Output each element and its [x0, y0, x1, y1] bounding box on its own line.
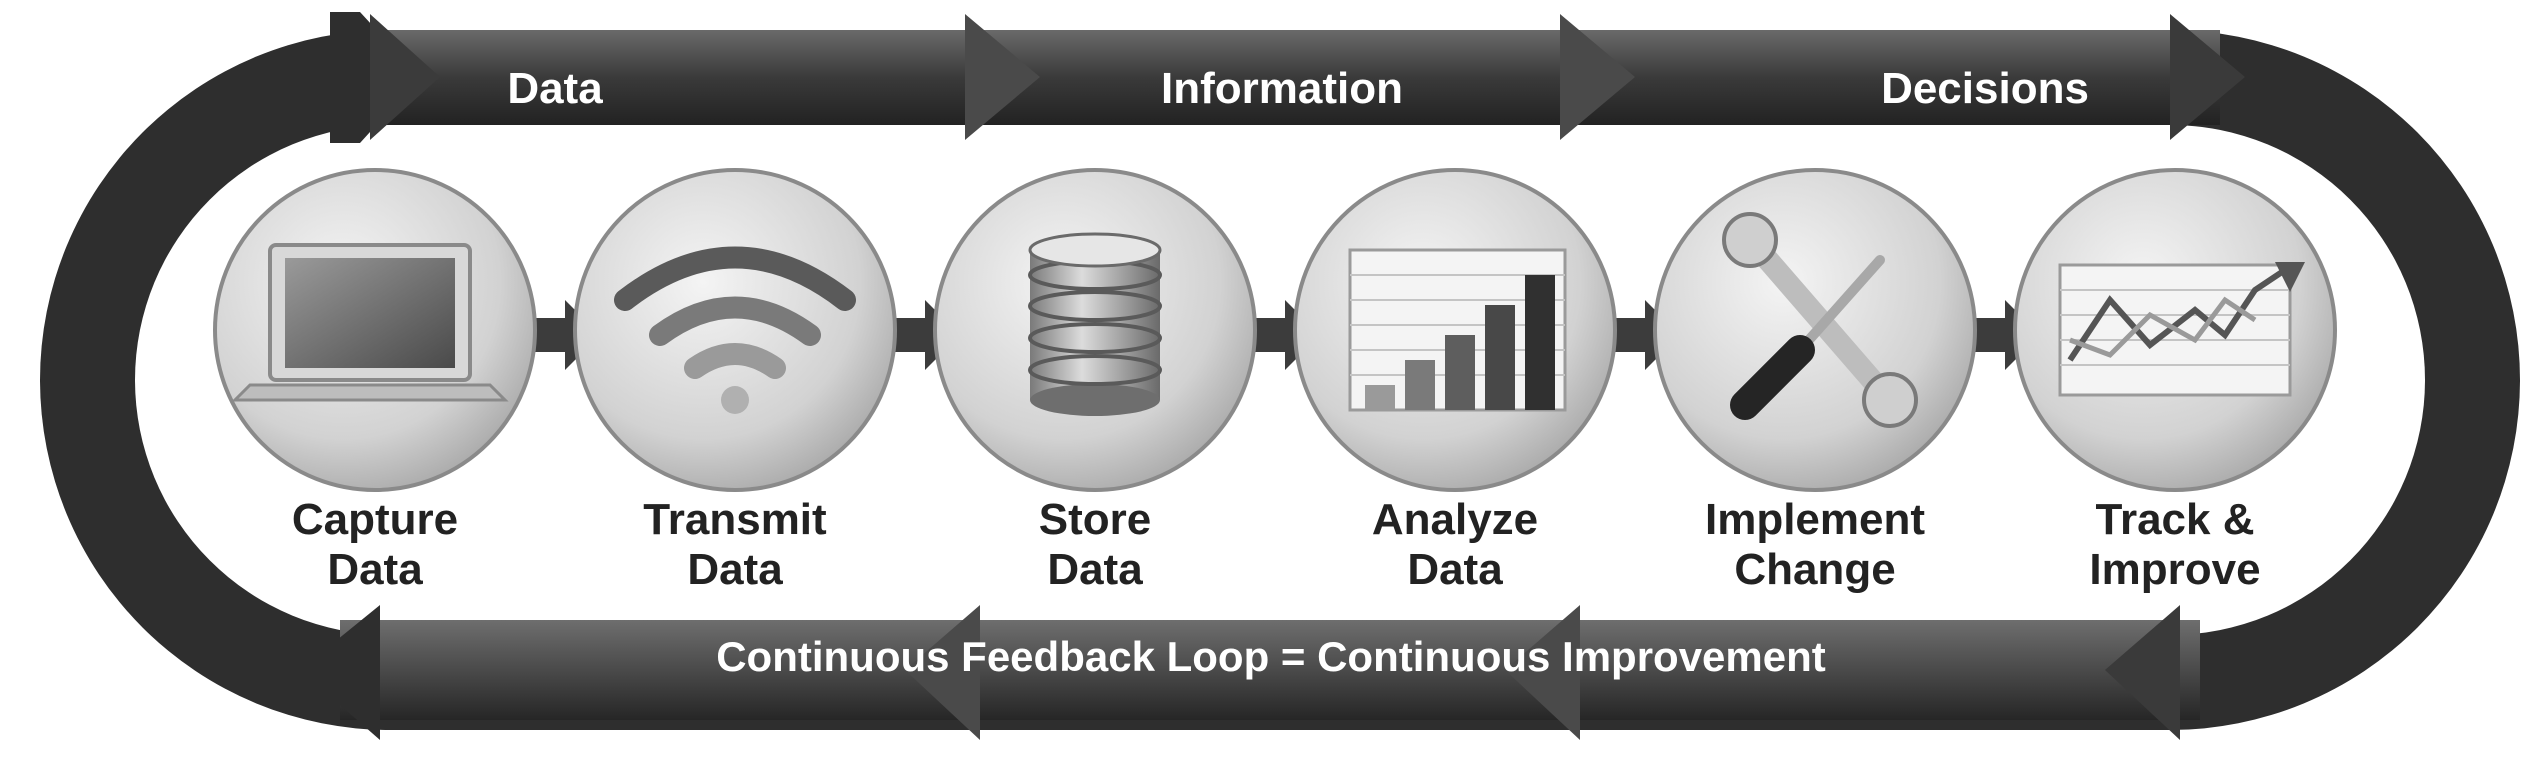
- top-chevron-3: [1560, 14, 1635, 140]
- bottom-chevron-4: [2105, 605, 2180, 740]
- step-label-line1: Store: [1038, 495, 1152, 544]
- step-label-line2: Data: [1407, 545, 1503, 594]
- bottom-band: [300, 605, 2200, 740]
- step-label-line2: Improve: [2089, 545, 2261, 594]
- step-label-analyze: Analyze Data: [1295, 495, 1615, 595]
- phase-label-information: Information: [1161, 64, 1403, 113]
- bar-chart-icon: [1348, 248, 1567, 412]
- step-label-line1: Analyze: [1371, 495, 1539, 544]
- step-label-capture: Capture Data: [215, 495, 535, 595]
- step-label-line1: Track &: [2095, 495, 2255, 544]
- wifi-icon: [614, 246, 856, 414]
- circle-transmit: [573, 168, 897, 492]
- top-chevron-2: [965, 14, 1040, 140]
- feedback-loop-caption: Continuous Feedback Loop = Continuous Im…: [716, 633, 1826, 680]
- step-label-implement: Implement Change: [1655, 495, 1975, 595]
- top-chevron-4: [2170, 14, 2245, 140]
- bottom-chevron-1: [300, 605, 380, 740]
- step-label-store: Store Data: [935, 495, 1255, 595]
- bottom-chevron-3: [1505, 605, 1580, 740]
- trend-chart-icon: [2058, 262, 2305, 397]
- step-label-line1: Capture: [291, 495, 459, 544]
- step-label-line1: Implement: [1704, 495, 1926, 544]
- phase-label-decisions: Decisions: [1881, 64, 2089, 113]
- laptop-icon: [231, 243, 509, 402]
- step-label-line2: Data: [1047, 545, 1143, 594]
- step-label-line1: Transmit: [643, 495, 827, 544]
- step-label-line2: Change: [1734, 545, 1896, 594]
- step-label-transmit: Transmit Data: [575, 495, 895, 595]
- top-band: [330, 12, 2245, 143]
- step-label-line2: Data: [327, 545, 423, 594]
- step-label-track: Track & Improve: [2015, 495, 2335, 595]
- tools-icon: [1722, 212, 1918, 428]
- database-icon: [1028, 232, 1162, 416]
- step-label-line2: Data: [687, 545, 783, 594]
- bottom-chevron-2: [905, 605, 980, 740]
- phase-label-data: Data: [507, 64, 603, 113]
- step-connectors: [535, 300, 2040, 370]
- top-chevron-1: [370, 14, 440, 140]
